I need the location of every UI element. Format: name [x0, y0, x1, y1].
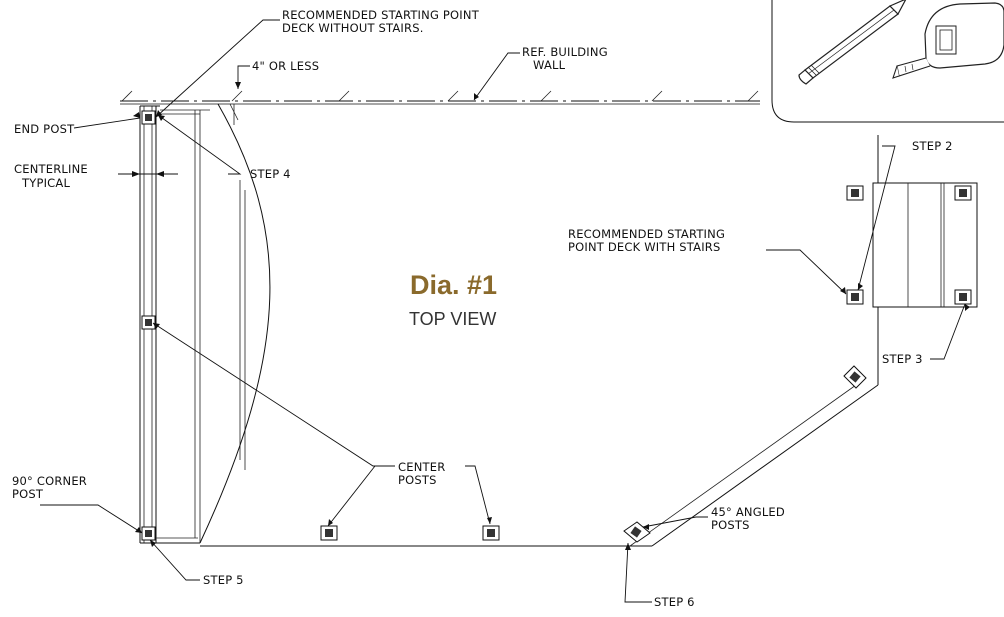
- tools-panel: [771, 0, 1004, 123]
- diagram-subtitle: TOP VIEW: [409, 309, 496, 329]
- stair-post-3: [846, 289, 864, 305]
- posts: [141, 110, 972, 543]
- diagram-title: Dia. #1: [410, 270, 497, 300]
- label-four-or-less: 4" OR LESS: [252, 59, 319, 73]
- center-post-2: [482, 525, 500, 541]
- center-post-left: [141, 315, 156, 330]
- corner-post: [141, 526, 156, 541]
- center-post-1: [320, 525, 338, 541]
- label-angled-1: 45° ANGLED: [711, 505, 785, 519]
- label-rec-start-2: DECK WITHOUT STAIRS.: [282, 21, 424, 35]
- leader-lines: [40, 19, 970, 603]
- labels: RECOMMENDED STARTING POINT DECK WITHOUT …: [12, 8, 953, 609]
- label-rec-stairs-1: RECOMMENDED STARTING: [568, 227, 725, 241]
- label-ref-wall-1: REF. BUILDING: [522, 45, 608, 59]
- label-rec-stairs-2: POINT DECK WITH STAIRS: [568, 240, 720, 254]
- label-end-post: END POST: [14, 122, 75, 136]
- tape-measure-icon: [892, 2, 1004, 79]
- stair-box: [872, 182, 978, 308]
- label-center-1: CENTER: [398, 460, 445, 474]
- label-step5: STEP 5: [203, 573, 244, 587]
- diagram-title-block: Dia. #1 TOP VIEW: [409, 270, 497, 329]
- label-step2: STEP 2: [912, 139, 953, 153]
- stair-post-1: [846, 185, 864, 201]
- stair-post-4: [954, 289, 972, 305]
- pencil-icon: [798, 0, 907, 85]
- label-center-2: POSTS: [398, 473, 437, 487]
- label-rec-start-1: RECOMMENDED STARTING POINT: [282, 8, 480, 22]
- angled-post-bottom: [623, 521, 651, 543]
- label-centerline-2: TYPICAL: [21, 176, 70, 190]
- angled-post-top: [843, 365, 867, 389]
- stair-post-2: [954, 185, 972, 201]
- label-step6: STEP 6: [654, 595, 695, 609]
- label-step4: STEP 4: [250, 167, 291, 181]
- label-ref-wall-2: WALL: [533, 58, 566, 72]
- label-angled-2: POSTS: [711, 518, 750, 532]
- label-step3: STEP 3: [882, 352, 923, 366]
- label-corner-2: POST: [12, 487, 44, 501]
- label-corner-1: 90° CORNER: [12, 474, 87, 488]
- building-wall-line: [120, 90, 760, 105]
- label-centerline-1: CENTERLINE: [14, 162, 88, 176]
- end-post: [141, 110, 156, 125]
